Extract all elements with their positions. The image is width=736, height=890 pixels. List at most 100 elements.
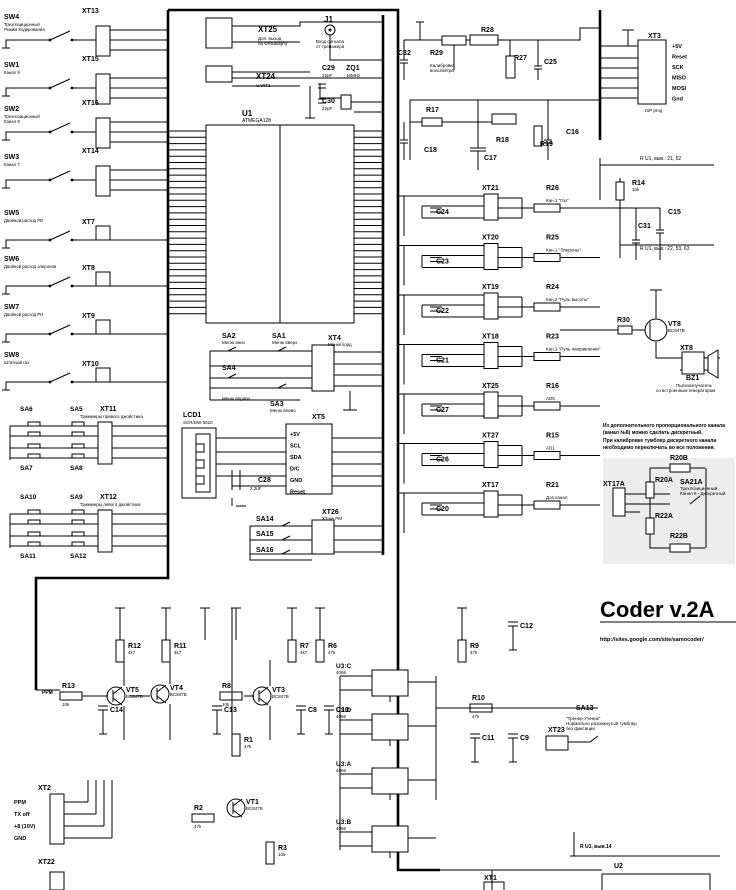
bt-u3pwr: R U3, выв.14 xyxy=(580,844,612,850)
sw-desc-3-0: Канал 7 xyxy=(4,162,20,167)
bt-xt23: XT23 xyxy=(548,727,565,734)
mcu-u1: U1 ATMEGA128 xyxy=(168,109,383,324)
vt8-ref: VT8 xyxy=(668,321,681,328)
trim-sw-1-1: SA9 xyxy=(70,494,83,501)
bt-xt2-ref: XT2 xyxy=(38,785,51,792)
sw-desc-2-0: Трехпозиционный xyxy=(4,114,40,119)
sw-ref-3: SW3 xyxy=(4,154,19,161)
project-url: http://sites.google.com/site/samocoder/ xyxy=(600,637,704,643)
sw-desc-7-0: Штатный газ xyxy=(4,360,29,365)
bt-gate-0: U3:C xyxy=(336,663,351,670)
sw-conn-6: XT9 xyxy=(82,313,95,320)
bz1-ref: BZ1 xyxy=(686,375,699,382)
xt3-ref: XT3 xyxy=(648,33,661,40)
sa1-desc: Меню вверх xyxy=(272,340,298,345)
xt8-buz-ref: XT8 xyxy=(680,345,693,352)
sw-ref-5: SW6 xyxy=(4,256,19,263)
c28-ref: C28 xyxy=(258,477,271,484)
sw-desc-1-0: Канал 9 xyxy=(4,70,20,75)
menu-keys-block: XT4 Меню/лорд SA2 Меню вниз SA1 Меню вве… xyxy=(209,333,383,413)
xt3-pin-0: +5V xyxy=(672,44,682,50)
bt-r-val-7: 47k xyxy=(472,714,480,719)
r27-ref: R27 xyxy=(514,55,527,62)
bt-r-ref-10: R3 xyxy=(278,845,287,852)
r30-ref: R30 xyxy=(617,317,630,324)
bt-q-ref-0: VT5 xyxy=(126,687,139,694)
r20a-ref: R20A xyxy=(655,477,673,484)
xt3-pin-5: Gnd xyxy=(672,97,683,103)
trim-sw-1-3: SA12 xyxy=(70,553,87,560)
trim-sw-0-2: SA7 xyxy=(20,465,33,472)
lcd-desc: SCR/DW-5510 xyxy=(183,420,213,425)
bz1-desc-1: со встроенным генератором xyxy=(656,388,715,393)
sa4-desc: Меню вправо xyxy=(222,396,251,401)
r18-ref: R18 xyxy=(496,137,509,144)
sa21-ref: SA21A xyxy=(680,479,703,486)
trim-sw-1-2: SA11 xyxy=(20,553,36,560)
trim-sw-0-3: SA8 xyxy=(70,465,83,472)
xt3-pin-3: MISO xyxy=(672,76,687,82)
sa1-ref: SA1 xyxy=(272,333,286,340)
bt-q-ref-3: VT1 xyxy=(246,799,259,806)
trim-conn-1: XT12 xyxy=(100,494,117,501)
bt-cap-3: C10 xyxy=(336,707,349,714)
bt-r-val-0: 4k7 xyxy=(128,650,136,655)
avcc-filter: R17 R18 R19 C16 C17 C18 xyxy=(400,99,600,170)
reset-net-1: R U1, выв.: 21, 52 xyxy=(640,156,681,162)
bt-gate-2: U3:A xyxy=(336,761,351,768)
ch-pot-0: R26 xyxy=(546,185,559,192)
bt-xt2-pin-0: PPM xyxy=(14,800,26,806)
sw-conn-0: XT13 xyxy=(82,8,99,15)
sa21-desc-0: Трехпозиционный xyxy=(680,485,718,491)
ch-pot-4: R16 xyxy=(546,383,559,390)
ch-pot-2: R24 xyxy=(546,284,559,291)
bt-gate-3: U3:B xyxy=(336,819,351,826)
trim-desc-1: Триммеры левого джойстика xyxy=(80,501,141,507)
bt-r-val-2: 4k7 xyxy=(300,650,308,655)
bt-gate-1: U3:D xyxy=(336,707,351,714)
ch-pot-5: R15 xyxy=(546,433,559,440)
bottom-circuit: VT5BC847BVT4BC847BVT3BC847BVT1BC847BR124… xyxy=(14,607,720,890)
sw-conn-4: XT7 xyxy=(82,219,95,226)
note-0: Из дополнительного пропорционального кан… xyxy=(603,423,725,429)
sw-desc-4-0: Двойной расход РВ xyxy=(4,218,43,223)
bz1-desc-0: Пьезоизлучатель xyxy=(676,383,713,388)
bt-sa13-desc-2: без фиксации xyxy=(566,726,595,731)
calibration-note: Из дополнительного пропорционального кан… xyxy=(603,423,725,451)
calib-desc-0: Калибровка xyxy=(430,63,455,68)
lcd-pin-4: GND xyxy=(290,478,302,484)
note-1: (канал №8) можно сделать дискретный. xyxy=(603,429,703,436)
sw-desc-0-1: Режим Кодирования xyxy=(4,27,45,32)
buzzer-block: VT8 BC847B R30 XT8 BZ1 Пьезоизлучатель с… xyxy=(560,289,720,393)
bt-q-part-3: BC847B xyxy=(246,806,263,811)
r19-ref: R19 xyxy=(540,141,553,148)
ch-conn-5: XT27 xyxy=(482,433,499,440)
ch-name-6: Доп.канал xyxy=(546,495,568,500)
bt-xt2-pin-2: +8 (10V) xyxy=(14,824,35,830)
zq1-ref: ZQ1 xyxy=(346,65,360,72)
bt-r-val-10: 10k xyxy=(278,852,286,857)
xt26-desc: XT-не РМ xyxy=(322,516,342,521)
xt3-note: ISP prog xyxy=(645,108,663,113)
c31-ref: C31 xyxy=(638,223,651,230)
sw-ref-4: SW5 xyxy=(4,210,19,217)
ch-pot-1: R25 xyxy=(546,235,559,242)
bt-r-val-3: 47k xyxy=(328,650,336,655)
trim-sw-0-0: SA6 xyxy=(20,406,33,413)
bt-r-ref-5: R13 xyxy=(62,683,75,690)
c30-ref: C30 xyxy=(322,98,335,105)
ch-cap-5: C26 xyxy=(436,457,449,464)
r22b-ref: R22B xyxy=(670,533,688,540)
vt8-part: BC847B xyxy=(668,328,685,333)
sa3-desc: Меню влево xyxy=(270,408,296,413)
r14-ref: R14 xyxy=(632,180,645,187)
sa4-ref: SA4 xyxy=(222,365,236,372)
j1-ref: J1 xyxy=(324,15,333,24)
ch-name-2: Кан.2 "Руль высоты" xyxy=(546,297,589,302)
sa2-ref: SA2 xyxy=(222,333,236,340)
